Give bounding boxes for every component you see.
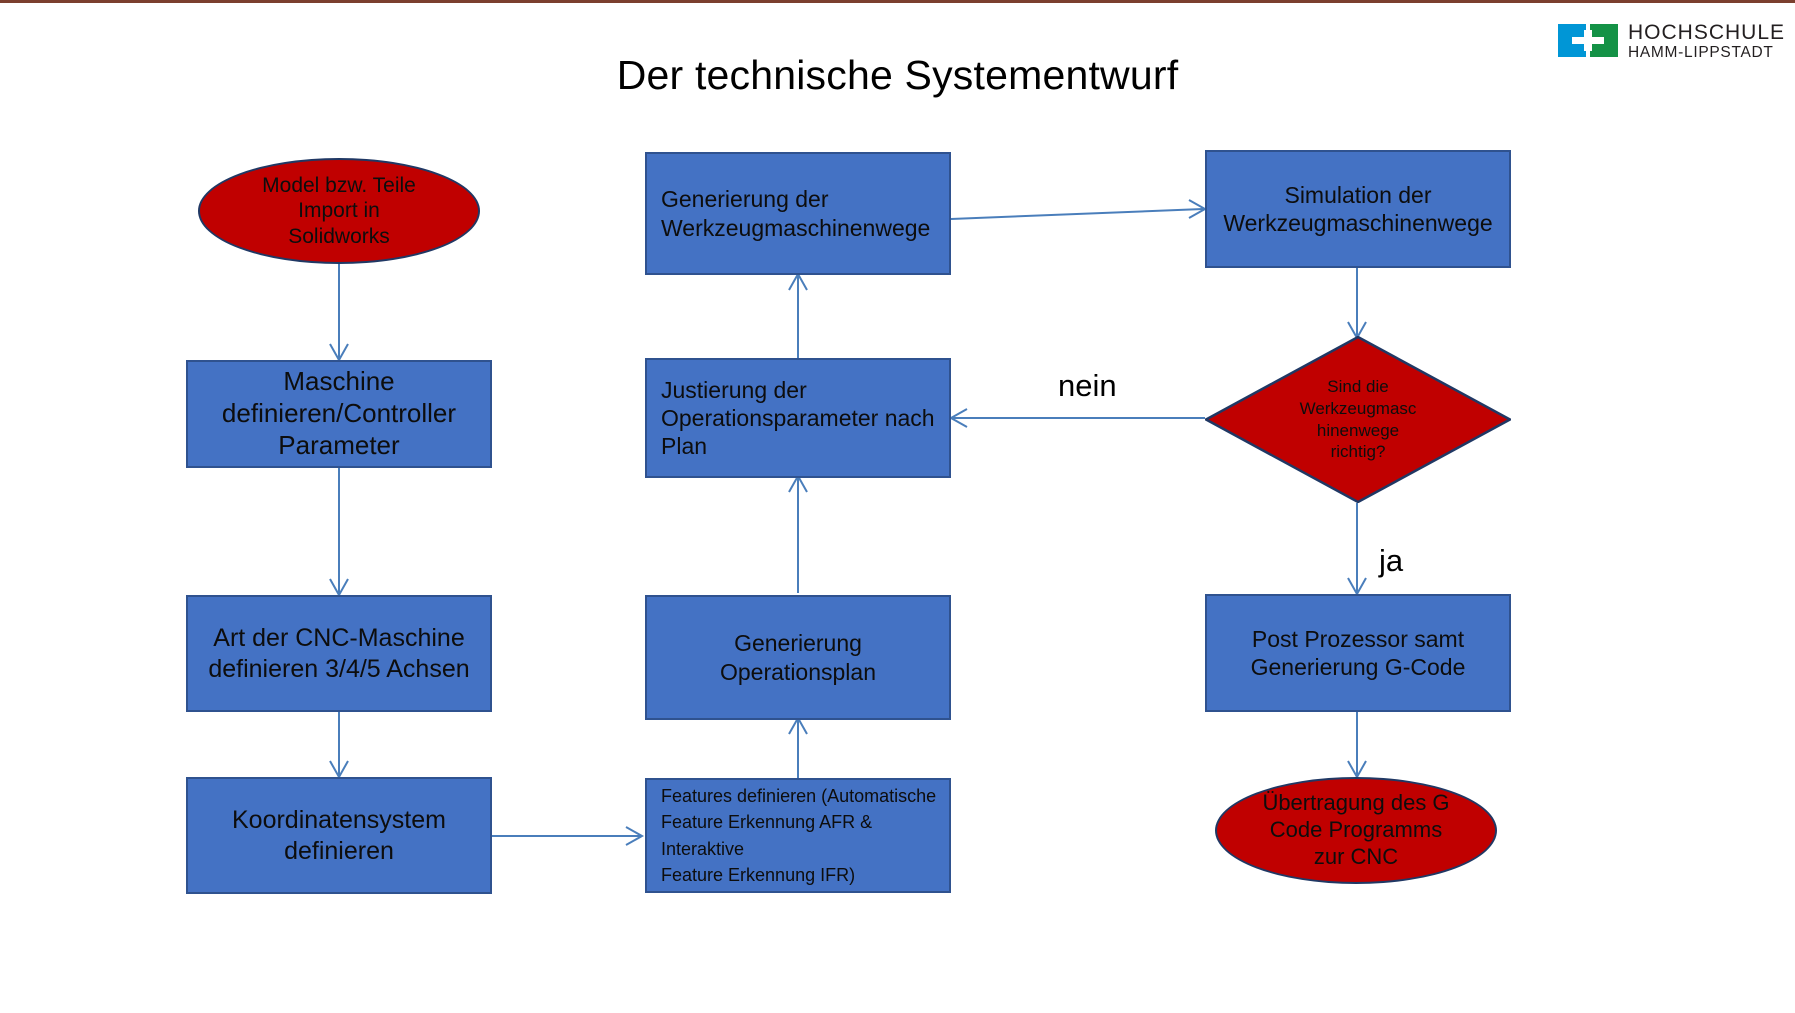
node-label-uebertragung-cnc: Übertragung des G Code Programms zur CNC — [1262, 790, 1450, 869]
node-label-generierung-wege: Generierung der Werkzeugmaschinenwege — [661, 186, 931, 241]
node-generierung-operationsplan[interactable]: Generierung Operationsplan — [645, 595, 951, 720]
logo-line-hamm-lippstadt: HAMM-LIPPSTADT — [1628, 43, 1774, 61]
node-label-generierung-operationsplan: Generierung Operationsplan — [720, 630, 876, 685]
edge-label-nein: nein — [1058, 368, 1117, 403]
node-label-justierung: Justierung der Operationsparameter nach … — [661, 376, 935, 460]
arrowhead-entscheidung-to-justierung-nein — [948, 408, 968, 428]
node-model-import[interactable]: Model bzw. Teile Import in Solidworks — [198, 158, 480, 264]
logo-line-hochschule: HOCHSCHULE — [1628, 21, 1786, 44]
node-generierung-wege[interactable]: Generierung der Werkzeugmaschinenwege — [645, 152, 951, 275]
logo-wordmark: HOCHSCHULE HAMM-LIPPSTADT — [1628, 21, 1786, 61]
page-title: Der technische Systementwurf — [616, 52, 1179, 98]
node-label-features-definieren: Features definieren (Automatische Featur… — [661, 786, 937, 885]
arrowhead-features-to-operationsplan — [788, 715, 808, 735]
hochschule-hamm-lippstadt-logo: HOCHSCHULE HAMM-LIPPSTADT — [1558, 21, 1788, 66]
connector-generierung-to-simulation — [950, 208, 1204, 220]
top-rule-divider — [0, 0, 1795, 3]
node-simulation-wege[interactable]: Simulation der Werkzeugmaschinenwege — [1205, 150, 1511, 268]
logo-notch-vertical-icon — [1584, 30, 1592, 51]
node-label-maschine-definieren: Maschine definieren/Controller Parameter — [221, 366, 457, 460]
arrowhead-art-to-koordinaten — [329, 760, 349, 780]
node-label-simulation-wege: Simulation der Werkzeugmaschinenwege — [1223, 181, 1493, 236]
node-features-definieren[interactable]: Features definieren (Automatische Featur… — [645, 778, 951, 893]
node-label-model-import: Model bzw. Teile Import in Solidworks — [262, 173, 416, 248]
node-label-art-cnc: Art der CNC-Maschine definieren 3/4/5 Ac… — [208, 624, 470, 683]
arrowhead-justierung-to-generierung — [788, 271, 808, 291]
arrowhead-model-to-maschine — [329, 343, 349, 363]
node-label-entscheidung: Sind die Werkzeugmasc hinenwege richtig? — [1299, 377, 1417, 462]
node-koordinatensystem[interactable]: Koordinatensystem definieren — [186, 777, 492, 894]
edge-label-ja: ja — [1379, 543, 1404, 578]
logo-mark-icon — [1558, 24, 1618, 57]
node-art-cnc[interactable]: Art der CNC-Maschine definieren 3/4/5 Ac… — [186, 595, 492, 712]
node-maschine-definieren[interactable]: Maschine definieren/Controller Parameter — [186, 360, 492, 468]
node-label-post-prozessor: Post Prozessor samt Generierung G-Code — [1250, 625, 1466, 680]
arrowhead-entscheidung-to-postprozessor-ja — [1347, 577, 1367, 597]
node-label-koordinatensystem: Koordinatensystem definieren — [231, 806, 446, 865]
arrowhead-koordinaten-to-features — [625, 826, 645, 846]
node-uebertragung-cnc[interactable]: Übertragung des G Code Programms zur CNC — [1215, 777, 1497, 884]
arrowhead-generierung-to-simulation — [1188, 199, 1208, 219]
arrowhead-postprozessor-to-uebertragung — [1347, 760, 1367, 780]
arrowhead-maschine-to-art — [329, 578, 349, 598]
arrowhead-operationsplan-to-justierung — [788, 473, 808, 493]
decision-diamond-icon — [1205, 336, 1511, 503]
node-post-prozessor[interactable]: Post Prozessor samt Generierung G-Code — [1205, 594, 1511, 712]
node-justierung[interactable]: Justierung der Operationsparameter nach … — [645, 358, 951, 478]
node-entscheidung-werkzeugmaschinenwege[interactable]: Sind die Werkzeugmasc hinenwege richtig? — [1205, 336, 1511, 503]
